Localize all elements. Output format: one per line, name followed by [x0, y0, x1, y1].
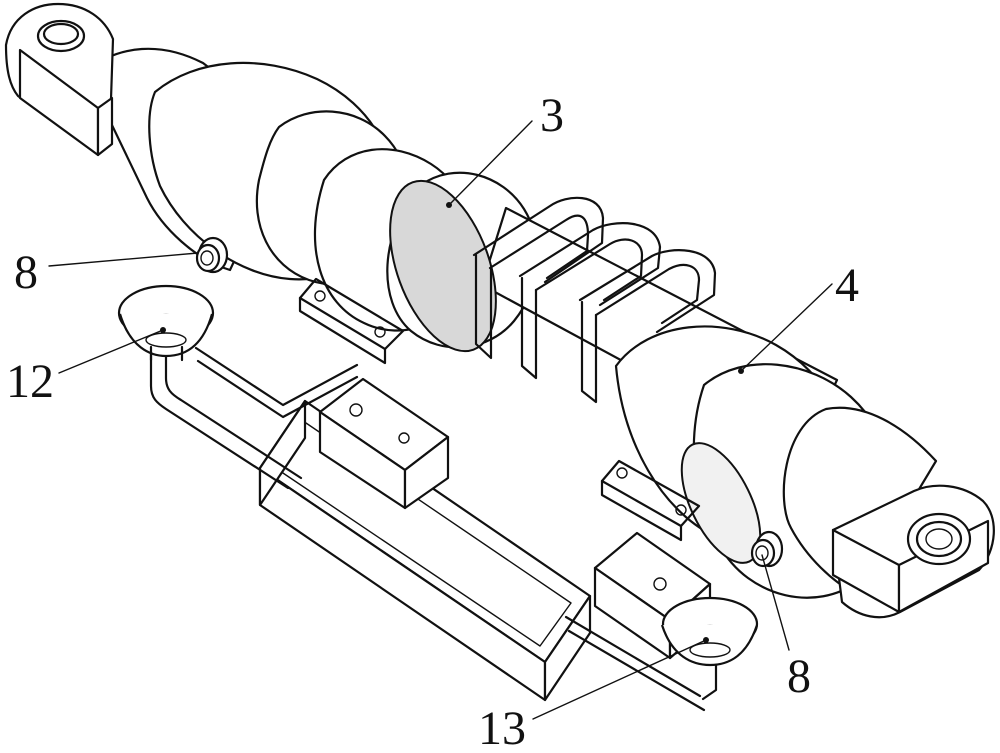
- callout-line-4: [740, 283, 833, 372]
- label-part-8-left: 8: [14, 246, 38, 299]
- cooling-loops: [472, 196, 717, 404]
- clamp-band-3: [298, 277, 405, 365]
- callout-line-13: [532, 639, 707, 720]
- right-funnel: [660, 596, 759, 667]
- right-end-clevis: [831, 484, 995, 619]
- label-part-8-right: 8: [787, 650, 811, 703]
- label-part-12: 12: [6, 355, 54, 408]
- left-drain-pipe: [149, 346, 359, 490]
- callout-line-12: [58, 329, 164, 374]
- left-support-block: [318, 377, 450, 510]
- left-fitting: [195, 236, 229, 274]
- left-funnel: [117, 284, 215, 362]
- callout-line-8-left: [48, 252, 199, 267]
- clamp-band-4: [600, 459, 701, 542]
- label-part-3: 3: [540, 89, 564, 142]
- left-end-clevis: [4, 2, 115, 157]
- label-part-13: 13: [478, 702, 526, 753]
- callout-line-8-right: [761, 554, 790, 651]
- label-part-4: 4: [835, 259, 859, 312]
- hydraulic-cylinder: [84, 47, 938, 599]
- callout-line-3: [448, 120, 533, 206]
